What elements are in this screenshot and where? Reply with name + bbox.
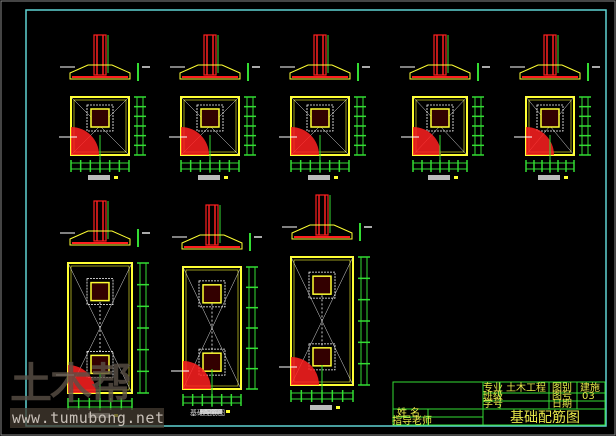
footing-section <box>181 234 243 250</box>
footing-detail-top-4 <box>400 34 490 180</box>
drawing-caption: 基础配筋图 <box>190 409 225 417</box>
column-stirrup <box>308 271 336 299</box>
column-rebar <box>93 200 107 242</box>
column-stirrup <box>426 104 454 132</box>
footing-label <box>308 175 330 180</box>
footing-detail-top-5 <box>510 34 600 180</box>
footing-section <box>179 64 241 80</box>
footing-label-mark <box>336 406 340 409</box>
rebar-hatch <box>291 357 319 385</box>
column-rebar <box>313 34 327 76</box>
rebar-hatch <box>183 361 211 389</box>
watermark-logo: 土木帮 <box>10 359 132 408</box>
major-value: 土木工程 <box>506 383 546 394</box>
column-stirrup <box>306 104 334 132</box>
column-stirrup <box>86 104 114 132</box>
footing-label-mark <box>454 176 458 179</box>
footing-label <box>428 175 450 180</box>
footing-detail-bottom-3 <box>279 194 372 410</box>
class-label: 班级 <box>483 391 503 402</box>
column-section <box>200 108 220 128</box>
rebar-hatch <box>291 127 319 155</box>
column-stirrup <box>196 104 224 132</box>
footing-section <box>289 64 351 80</box>
column-section <box>202 284 222 304</box>
footing-section <box>519 64 581 80</box>
footing-section <box>291 224 353 240</box>
column-stirrup <box>198 280 226 308</box>
title-block-border <box>392 381 606 426</box>
drawing-type-label: 图别 <box>552 383 572 394</box>
footing-label-mark <box>226 410 230 413</box>
column-section <box>202 352 222 372</box>
column-rebar <box>93 34 107 76</box>
column-rebar <box>433 34 447 76</box>
footing-section <box>69 64 131 80</box>
footing-section <box>409 64 471 80</box>
advisor-label: 指导老师 <box>392 416 432 427</box>
column-section <box>312 347 332 367</box>
major-label: 专业 <box>483 383 503 394</box>
footing-detail-bottom-1 <box>56 200 150 418</box>
column-section <box>540 108 560 128</box>
column-rebar <box>205 204 219 246</box>
column-section <box>312 275 332 295</box>
column-rebar <box>543 34 557 76</box>
rebar-hatch <box>413 127 441 155</box>
footing-label-mark <box>114 176 118 179</box>
footing-label-mark <box>224 176 228 179</box>
student-id-label: 学号 <box>483 399 503 410</box>
column-section <box>90 281 110 302</box>
footing-detail-top-1 <box>59 34 150 180</box>
footing-label <box>310 405 332 410</box>
footing-label <box>538 175 560 180</box>
column-stirrup <box>536 104 564 132</box>
rebar-hatch <box>71 127 99 155</box>
footing-detail-top-3 <box>279 34 370 180</box>
drawing-frame <box>25 9 607 427</box>
drawing-type-value: 建施 <box>580 383 600 394</box>
column-rebar <box>315 194 329 236</box>
column-rebar <box>203 34 217 76</box>
footing-label <box>88 175 110 180</box>
footing-label-mark <box>334 176 338 179</box>
footing-detail-top-2 <box>169 34 260 180</box>
watermark-url: www.tumubong.net <box>10 408 165 428</box>
column-stirrup <box>86 278 114 306</box>
rebar-hatch <box>181 127 209 155</box>
column-section <box>90 108 110 128</box>
rebar-hatch <box>526 127 554 155</box>
date-label: 日期 <box>552 399 572 410</box>
drawing-no-value: 03 <box>582 391 595 402</box>
column-section <box>310 108 330 128</box>
title-block-grid <box>392 381 606 426</box>
rebar-hatch <box>68 365 96 393</box>
footing-label <box>198 175 220 180</box>
footing-label <box>200 409 222 414</box>
footing-detail-bottom-2 <box>171 204 262 414</box>
footing-section <box>69 230 131 246</box>
drawing-title: 基础配筋图 <box>510 410 580 426</box>
drawing-no-label: 图号 <box>552 391 572 402</box>
column-section <box>430 108 450 128</box>
name-label: 姓 名 <box>397 408 421 419</box>
footing-label-mark <box>564 176 568 179</box>
